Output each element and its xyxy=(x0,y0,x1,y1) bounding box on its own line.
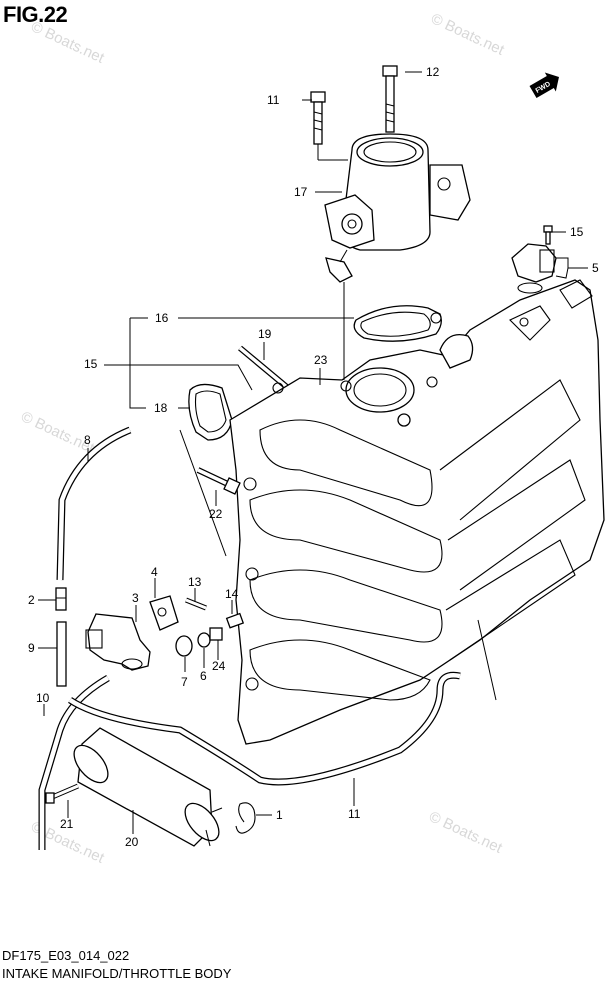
watermark-1: © Boats.net xyxy=(28,18,107,67)
clip-1-icon xyxy=(235,802,256,834)
grommet-7-icon xyxy=(175,635,193,657)
callout-20: 20 xyxy=(125,835,139,849)
gasket-18-icon xyxy=(353,305,442,342)
solenoid-valve-3-icon xyxy=(85,613,151,671)
callout-8: 8 xyxy=(84,433,91,447)
figure-title: FIG.22 xyxy=(3,2,68,27)
callout-25: 24 xyxy=(212,659,226,673)
callout-15: 15 xyxy=(570,225,584,239)
cap-25-icon xyxy=(209,627,223,641)
callout-10: 10 xyxy=(36,691,50,705)
joint-2-icon xyxy=(55,587,67,611)
diagram-code: DF175_E03_014_022 xyxy=(2,948,130,963)
watermark-2: © Boats.net xyxy=(428,10,507,59)
gasket-17-icon xyxy=(188,383,233,441)
callout-12-left: 11 xyxy=(267,93,280,107)
hose-10-icon xyxy=(38,674,110,850)
intake-manifold-icon xyxy=(229,279,605,745)
hose-9-icon xyxy=(56,621,67,687)
callout-17: 18 xyxy=(154,401,168,415)
screw-14-icon xyxy=(225,612,245,629)
bolt-23-icon xyxy=(196,467,241,495)
callout-11: 11 xyxy=(348,807,361,821)
callout-23: 22 xyxy=(209,507,223,521)
callout-4: 4 xyxy=(151,565,158,579)
callout-1: 1 xyxy=(276,808,283,822)
callout-19: 17 xyxy=(294,185,308,199)
bolt-12-left-icon xyxy=(310,91,326,145)
callout-9: 9 xyxy=(28,641,35,655)
screw-15-icon xyxy=(543,225,553,245)
bolt-13-icon xyxy=(185,597,207,611)
bolt-22-icon xyxy=(45,783,79,804)
canister-20-icon xyxy=(73,727,223,847)
watermark-5: © Boats.net xyxy=(426,808,505,857)
callout-6: 6 xyxy=(200,669,207,683)
callout-16: 15 xyxy=(84,357,98,371)
callout-labels: 11 12 17 15 5 16 19 15 23 18 8 22 4 13 2… xyxy=(28,65,599,849)
callout-13: 13 xyxy=(188,575,202,589)
hose-8-icon xyxy=(56,426,132,581)
fwd-arrow-icon: FWD xyxy=(529,72,559,99)
throttle-body-icon xyxy=(324,133,471,283)
callout-14: 14 xyxy=(225,587,239,601)
leader-lines xyxy=(38,71,588,834)
hose-11-icon xyxy=(68,671,461,786)
callout-18: 16 xyxy=(155,311,169,325)
callout-2: 2 xyxy=(28,593,35,607)
callout-3: 3 xyxy=(132,591,139,605)
stud-21-icon xyxy=(238,345,290,391)
bolt-12-right-icon xyxy=(382,65,398,133)
callout-24: 23 xyxy=(314,353,328,367)
sensor-5-icon xyxy=(511,243,557,294)
callout-21: 19 xyxy=(258,327,272,341)
callout-12-right: 12 xyxy=(426,65,440,79)
callout-22: 21 xyxy=(60,817,74,831)
callout-7: 7 xyxy=(181,675,188,689)
callout-5: 5 xyxy=(592,261,599,275)
collar-6-icon xyxy=(197,632,211,648)
diagram-caption: INTAKE MANIFOLD/THROTTLE BODY xyxy=(2,966,232,981)
bracket-4-icon xyxy=(149,595,179,631)
